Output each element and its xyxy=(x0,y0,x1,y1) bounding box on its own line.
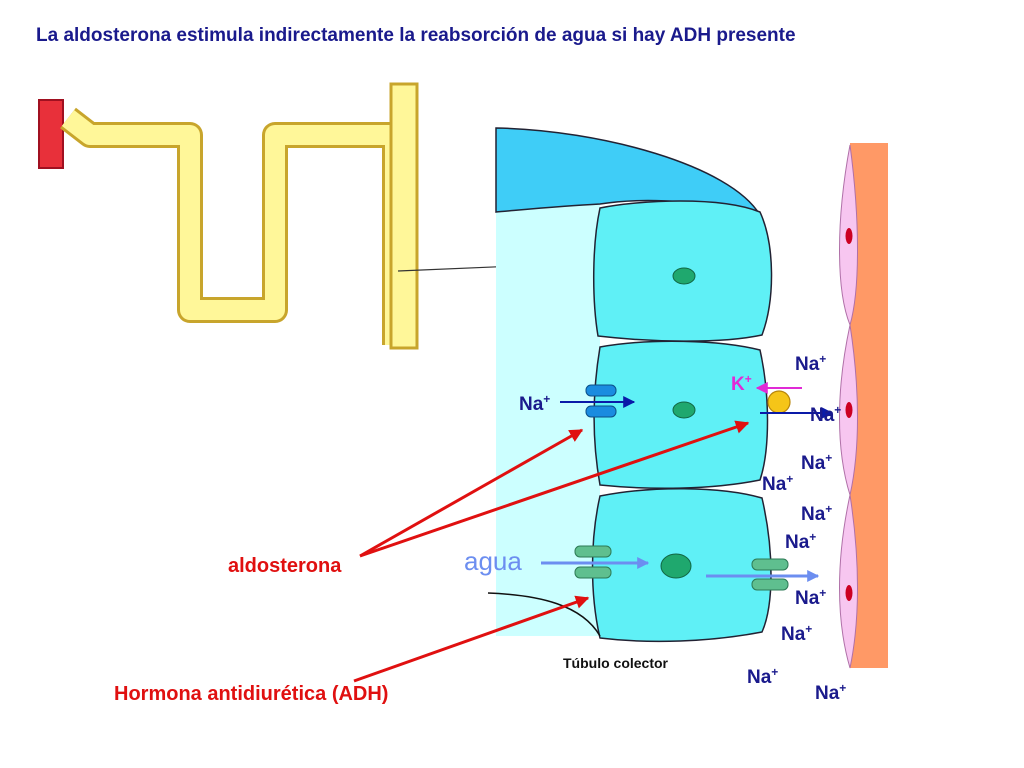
aldosterona-label: aldosterona xyxy=(228,555,342,577)
cell-nucleus-3 xyxy=(660,553,692,579)
na-label: Na+ xyxy=(747,665,779,688)
renal-tubule-fill xyxy=(61,110,405,345)
endothelial-nucleus-1 xyxy=(845,228,853,244)
collecting-duct xyxy=(389,82,419,350)
na-label-lumen: Na+ xyxy=(519,392,551,415)
endothelial-nucleus-2 xyxy=(845,402,853,418)
apical-cell-layer xyxy=(495,127,762,217)
nephron-tubule xyxy=(38,82,541,350)
peritubular-capillary xyxy=(839,143,888,669)
na-channel-apical xyxy=(585,384,617,418)
cell-nucleus-2 xyxy=(672,401,696,419)
na-label: Na+ xyxy=(785,530,817,553)
k-label: K+ xyxy=(731,372,752,395)
endothelial-nucleus-3 xyxy=(845,585,853,601)
adh-label: Hormona antidiurética (ADH) xyxy=(114,683,389,705)
aldosterona-arrow-channel xyxy=(359,428,584,558)
na-label: Na+ xyxy=(815,681,847,704)
cell-nucleus-1 xyxy=(672,267,696,285)
tubulo-colector-label: Túbulo colector xyxy=(563,655,668,671)
agua-label: agua xyxy=(464,546,522,576)
na-label: Na+ xyxy=(781,622,813,645)
na-label: Na+ xyxy=(801,451,833,474)
basement-curve xyxy=(487,592,601,637)
diagram-title: La aldosterona estimula indirectamente l… xyxy=(36,25,796,46)
aldosterona-arrow-pump xyxy=(359,420,750,558)
glomerulus-vessel xyxy=(38,99,64,169)
endothelial-cell-3 xyxy=(839,494,858,669)
aquaporin-apical xyxy=(574,545,612,579)
na-label: Na+ xyxy=(801,502,833,525)
aquaporin-basolateral xyxy=(751,558,789,591)
na-label: Na+ xyxy=(810,403,842,426)
adh-arrow xyxy=(353,595,590,683)
na-label: Na+ xyxy=(762,472,794,495)
na-label: Na+ xyxy=(795,586,827,609)
collecting-tubule-section xyxy=(487,127,773,643)
na-k-pump xyxy=(767,390,791,414)
tubule-lumen xyxy=(496,128,600,636)
na-label: Na+ xyxy=(795,352,827,375)
